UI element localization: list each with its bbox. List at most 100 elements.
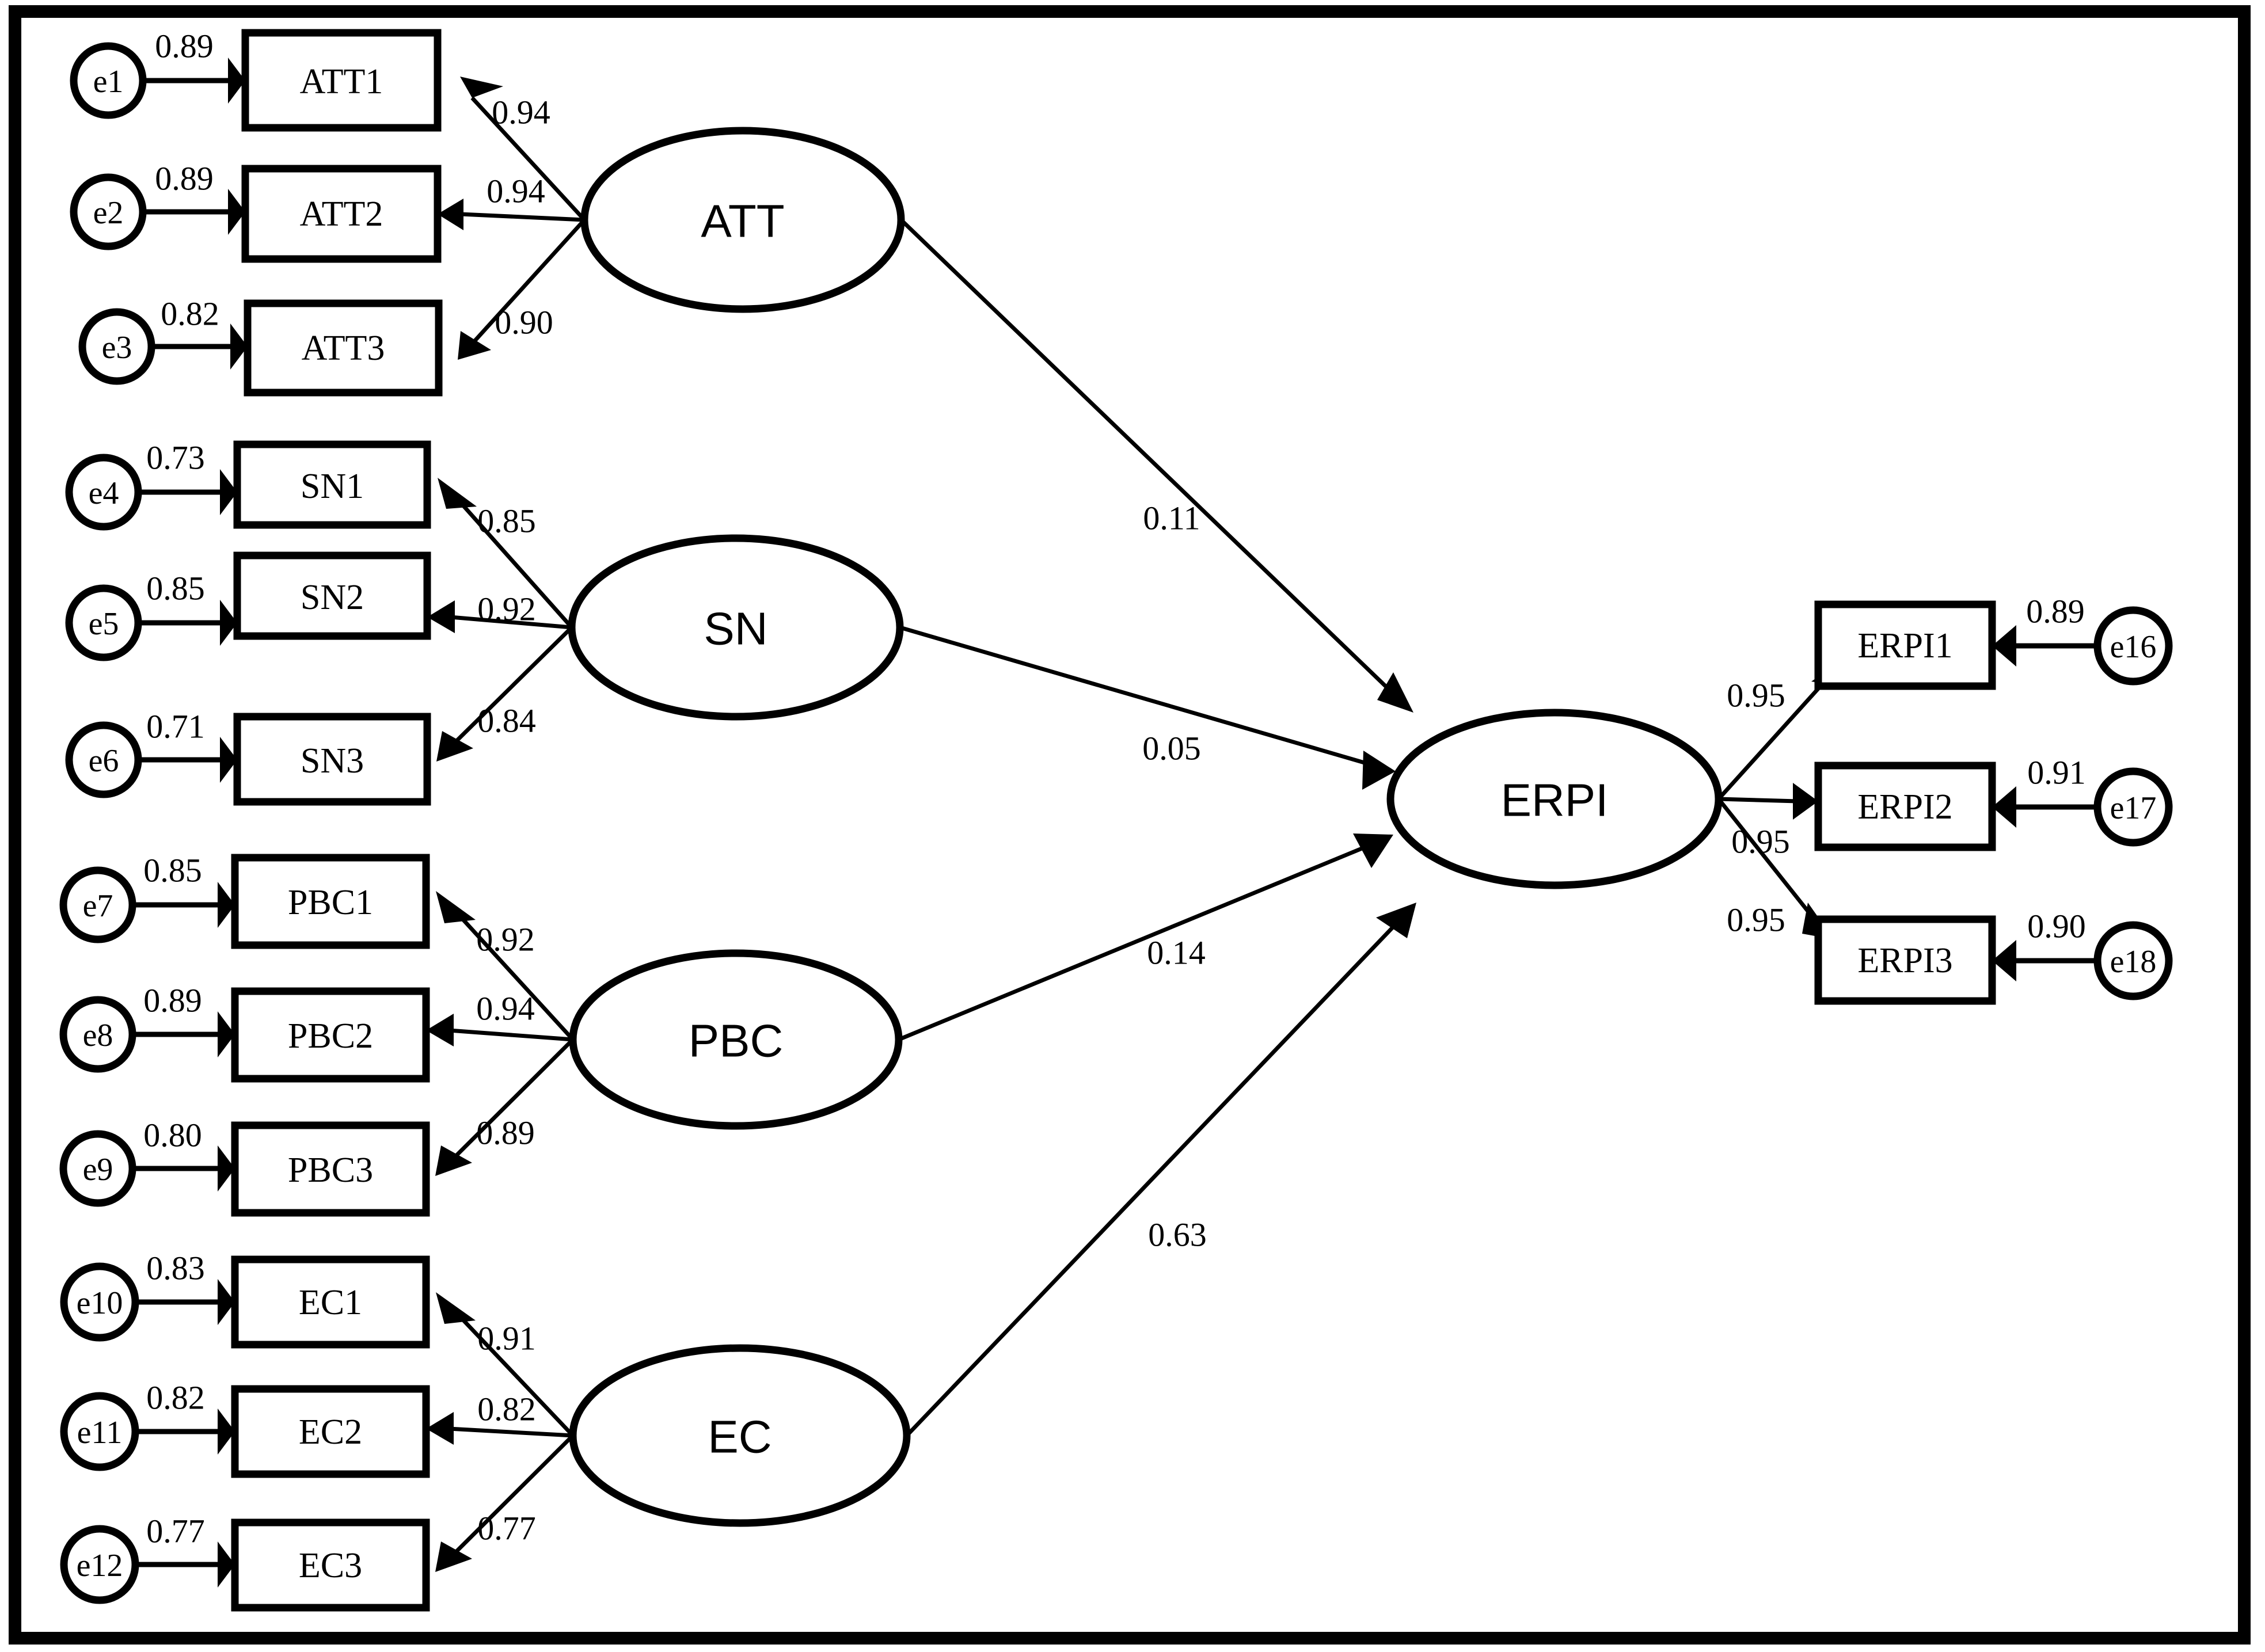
error-node-e5: e5: [65, 584, 142, 661]
loading-coef-pbc1: 0.92: [476, 921, 535, 958]
error-node-e2: e2: [70, 173, 147, 250]
error-coef-e2: 0.89: [155, 160, 214, 197]
latent-label-ec: EC: [708, 1411, 772, 1463]
indicator-node-sn3: SN3: [233, 713, 431, 806]
structural-coef-pbc: 0.14: [1147, 934, 1206, 972]
error-label-e17: e17: [2110, 790, 2157, 826]
loading-path-erpi-to-erpi2: 0.95: [1718, 783, 1818, 861]
indicator-label-sn2: SN2: [301, 578, 364, 617]
error-node-e12: e12: [60, 1525, 139, 1604]
latent-node-att: ATT: [580, 127, 905, 313]
error-node-e9: e9: [59, 1130, 136, 1207]
error-label-e3: e3: [102, 330, 132, 366]
error-coef-e1: 0.89: [155, 28, 214, 65]
indicator-label-ec1: EC1: [299, 1283, 362, 1322]
error-node-e8: e8: [59, 996, 136, 1073]
loading-coef-erpi3: 0.95: [1727, 901, 1785, 939]
loading-path-att-to-att3: 0.90: [458, 218, 586, 360]
error-label-e9: e9: [83, 1152, 113, 1187]
error-path-e8-to-pbc2: 0.89: [134, 982, 235, 1057]
loading-coef-pbc2: 0.94: [476, 990, 535, 1027]
error-label-e8: e8: [83, 1018, 113, 1053]
error-label-e5: e5: [89, 606, 119, 642]
indicator-label-erpi2: ERPI2: [1857, 787, 1952, 827]
error-path-e4-to-sn1: 0.73: [139, 439, 237, 515]
error-node-e10: e10: [60, 1262, 139, 1342]
error-coef-e6: 0.71: [146, 708, 205, 745]
indicator-label-att1: ATT1: [300, 62, 383, 101]
error-label-e1: e1: [93, 64, 124, 100]
indicator-node-sn2: SN2: [233, 551, 431, 640]
error-node-e4: e4: [65, 454, 142, 531]
indicator-node-ec3: EC3: [231, 1518, 430, 1612]
error-node-e18: e18: [2093, 921, 2173, 1000]
error-node-e17: e17: [2093, 767, 2173, 847]
indicator-node-ec2: EC2: [231, 1385, 430, 1478]
latent-node-erpi: ERPI: [1386, 709, 1723, 889]
error-label-e12: e12: [77, 1548, 123, 1584]
latent-node-ec: EC: [569, 1344, 911, 1527]
loading-coef-sn2: 0.92: [477, 591, 536, 628]
error-label-e6: e6: [89, 743, 119, 779]
error-coef-e10: 0.83: [146, 1250, 205, 1287]
error-path-e2-to-att2: 0.89: [144, 160, 245, 235]
indicator-node-erpi3: ERPI3: [1814, 915, 1996, 1005]
loading-coef-erpi1: 0.95: [1727, 677, 1785, 714]
latent-label-erpi: ERPI: [1501, 775, 1609, 826]
error-coef-e12: 0.77: [146, 1513, 205, 1550]
latent-label-att: ATT: [701, 196, 784, 247]
error-path-e11-to-ec2: 0.82: [135, 1379, 235, 1455]
loading-path-pbc-to-pbc3: 0.89: [435, 1038, 575, 1176]
loading-path-sn-to-sn3: 0.84: [436, 626, 573, 762]
indicator-label-erpi1: ERPI1: [1857, 626, 1952, 665]
indicator-label-erpi3: ERPI3: [1857, 941, 1952, 980]
latent-label-pbc: PBC: [689, 1015, 784, 1067]
loading-path-sn-to-sn2: 0.92: [427, 591, 572, 633]
error-path-e9-to-pbc3: 0.80: [134, 1117, 235, 1192]
loading-coef-att1: 0.94: [492, 94, 550, 131]
indicator-node-erpi1: ERPI1: [1814, 600, 1996, 690]
indicator-label-pbc1: PBC1: [288, 883, 373, 922]
loading-coef-sn3: 0.84: [477, 702, 536, 740]
error-label-e11: e11: [77, 1415, 123, 1451]
error-coef-e4: 0.73: [146, 439, 205, 477]
error-path-e17-to-erpi2: 0.91: [1992, 754, 2096, 828]
indicator-node-att2: ATT2: [241, 165, 442, 263]
loading-path-ec-to-ec2: 0.82: [426, 1391, 573, 1445]
indicator-label-sn1: SN1: [301, 467, 364, 506]
structural-coef-att: 0.11: [1143, 500, 1200, 537]
structural-path-ec-to-erpi: 0.63: [905, 903, 1416, 1437]
indicator-label-att2: ATT2: [300, 195, 383, 234]
loading-path-ec-to-ec1: 0.91: [436, 1292, 575, 1437]
error-node-e7: e7: [59, 866, 136, 943]
error-coef-e5: 0.85: [146, 570, 205, 607]
error-path-e6-to-sn3: 0.71: [139, 708, 237, 783]
error-node-e3: e3: [78, 308, 155, 385]
indicator-label-ec2: EC2: [299, 1413, 362, 1452]
error-label-e2: e2: [93, 195, 124, 231]
loading-path-sn-to-sn1: 0.85: [438, 478, 573, 629]
error-label-e18: e18: [2110, 944, 2157, 980]
indicator-label-ec3: EC3: [299, 1546, 362, 1585]
indicator-node-pbc2: PBC2: [231, 987, 430, 1083]
error-path-e12-to-ec3: 0.77: [135, 1513, 235, 1588]
error-path-e7-to-pbc1: 0.85: [134, 852, 235, 928]
indicator-node-ec1: EC1: [231, 1255, 430, 1349]
loading-coef-att3: 0.90: [495, 304, 553, 341]
structural-coef-ec: 0.63: [1148, 1216, 1207, 1254]
indicator-node-pbc1: PBC1: [231, 854, 430, 949]
error-node-e16: e16: [2093, 606, 2173, 686]
indicator-node-pbc3: PBC3: [231, 1121, 430, 1217]
indicator-node-att1: ATT1: [241, 29, 442, 132]
loading-path-att-to-att2: 0.94: [438, 173, 585, 230]
indicator-label-att3: ATT3: [302, 329, 385, 368]
error-coef-e18: 0.90: [2027, 908, 2086, 945]
error-coef-e3: 0.82: [161, 295, 219, 333]
error-coef-e9: 0.80: [143, 1117, 202, 1154]
structural-path-att-to-erpi: 0.11: [899, 218, 1413, 713]
loading-path-ec-to-ec3: 0.77: [435, 1434, 575, 1572]
error-node-e6: e6: [65, 721, 142, 798]
indicator-node-erpi2: ERPI2: [1814, 762, 1996, 851]
